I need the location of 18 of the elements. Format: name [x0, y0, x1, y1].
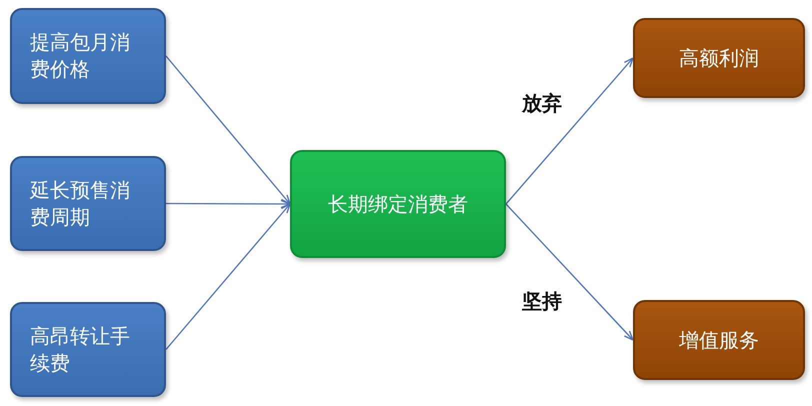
arrow: [166, 203, 291, 350]
arrow: [166, 56, 291, 205]
process-box: [290, 150, 506, 258]
arrow: [506, 204, 634, 341]
node-label: 增值服务: [679, 326, 759, 354]
process-box: [633, 300, 805, 380]
process-box: [10, 302, 166, 397]
process-box: [633, 18, 805, 98]
node-label: 提高包月消费价格: [30, 29, 131, 83]
process-box: [10, 8, 166, 104]
node-label: 长期绑定消费者: [328, 190, 468, 218]
edge-label: 放弃: [520, 90, 564, 117]
arrow: [166, 200, 291, 208]
node-label: 高额利润: [679, 44, 759, 72]
arrow: [506, 57, 634, 204]
node-label: 延长预售消费周期: [30, 176, 131, 230]
process-box: [10, 156, 166, 251]
node-label: 高昂转让手续费: [30, 322, 131, 376]
